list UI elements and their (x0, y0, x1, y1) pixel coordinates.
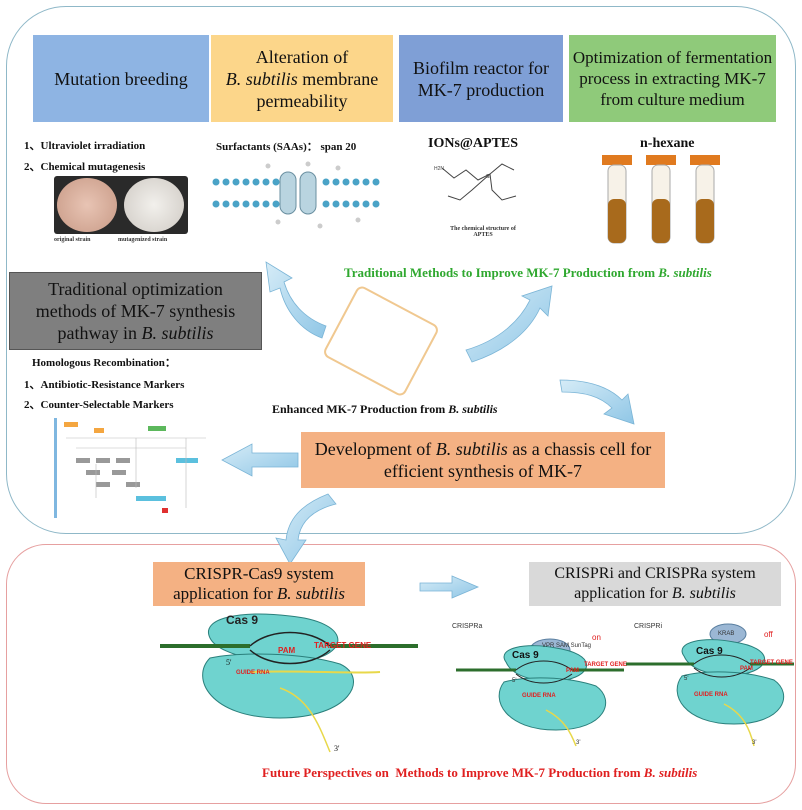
three-prime-label: 3' (334, 744, 340, 753)
svg-text:Si: Si (486, 174, 490, 180)
crispra-cas9-label: Cas 9 (512, 650, 539, 661)
alteration-line2: membrane (297, 68, 379, 89)
off-label: off (764, 630, 773, 639)
development-label: Development of B. subtilis as a chassis … (301, 438, 665, 482)
crispra-diagram (456, 638, 624, 747)
mutagenized-plate-icon (124, 178, 184, 232)
traditional-optimization-box: Traditional optimization methods of MK-7… (9, 272, 262, 350)
original-strain-label: original strain (54, 237, 91, 243)
optimization-box: Optimization of fermentation process in … (569, 35, 776, 122)
crispra-guide-rna-label: GUIDE RNA (522, 693, 556, 699)
crispra-label: CRISPRa (452, 623, 483, 630)
original-plate-icon (57, 178, 117, 232)
alteration-line1: Alteration of (255, 46, 349, 67)
arrow-right-bottom (419, 575, 480, 599)
alteration-line3: permeability (256, 90, 348, 111)
crispri-diagram (626, 623, 794, 747)
traditional-opt-italic: B. subtilis (141, 323, 214, 343)
guide-rna-label: GUIDE RNA (236, 670, 270, 676)
petri-dish-photo (54, 176, 188, 234)
arrow-left (221, 443, 299, 477)
crispri-cas9-label: Cas 9 (696, 646, 723, 657)
biofilm-label: Biofilm reactor for MK-7 production (413, 57, 549, 100)
crispri-line2: application for (574, 585, 672, 602)
future-text: Future Perspectives on Methods to Improv… (262, 765, 644, 780)
krab-label: KRAB (718, 631, 735, 637)
cas9-diagram (160, 613, 418, 753)
crispri-italic: B. subtilis (671, 585, 736, 602)
crispr-cas9-italic: B. subtilis (276, 584, 345, 603)
n-hexane-label: n-hexane (640, 136, 695, 151)
crispri-target-gene-label: TARGET GENE (750, 660, 793, 666)
crispra-three-prime-label: 3' (576, 740, 581, 746)
on-label: on (592, 633, 601, 642)
ions-aptes-label: IONs@APTES (428, 136, 519, 151)
crispri-guide-rna-label: GUIDE RNA (694, 692, 728, 698)
crispri-box: CRISPRi and CRISPRa system application f… (529, 562, 781, 606)
arrow-up-right (465, 285, 553, 363)
crispri-label: CRISPRi (634, 623, 663, 630)
crispr-cas9-line1: CRISPR-Cas9 system (184, 564, 334, 583)
alteration-italic: B. subtilis (225, 68, 298, 89)
mutation-breeding-box: Mutation breeding (33, 35, 209, 122)
test-tubes-icon (602, 155, 720, 244)
crispra-target-gene-label: TARGET GENE (584, 662, 627, 668)
svg-text:H2N: H2N (434, 166, 444, 172)
enhanced-italic: B. subtilis (448, 402, 498, 416)
vpr-label: VPR SAM SunTag (542, 643, 592, 649)
mutagenized-strain-label: mutagenized strain (118, 237, 168, 243)
aptes-caption: The chemical structure of APTES (450, 226, 516, 238)
homologous-title: Homologous Recombination： (32, 357, 176, 369)
pathway-diagram-icon (54, 418, 206, 518)
development-box: Development of B. subtilis as a chassis … (301, 432, 665, 488)
development-post: as a chassis cell for efficient synthesi… (383, 439, 652, 481)
pam-label: PAM (278, 646, 296, 655)
cas9-label: Cas 9 (226, 613, 259, 627)
arrow-down-right (559, 379, 635, 425)
homologous-item1: 1、Antibiotic-Resistance Markers (24, 379, 185, 391)
five-prime-label: 5' (226, 658, 232, 667)
optimization-label: Optimization of fermentation process in … (572, 48, 773, 109)
arrow-up-left (265, 261, 327, 339)
bottom-panel (6, 544, 796, 804)
enhanced-text: Enhanced MK-7 Production from (272, 402, 449, 416)
center-cell-shape (324, 286, 438, 396)
crispri-line1: CRISPRi and CRISPRa system (554, 565, 756, 582)
crispr-cas9-box: CRISPR-Cas9 system application for B. su… (153, 562, 365, 606)
alteration-box: Alteration of B. subtilis membrane perme… (211, 35, 393, 122)
traditional-methods-title: Traditional Methods to Improve MK-7 Prod… (344, 265, 712, 281)
target-gene-label: TARGET GENE (314, 641, 372, 650)
enhanced-label: Enhanced MK-7 Production from B. subtili… (272, 402, 498, 417)
traditional-opt-line1: Traditional optimization (48, 279, 223, 299)
traditional-opt-line2: methods of MK-7 synthesis (35, 301, 236, 321)
homologous-item2: 2、Counter-Selectable Markers (24, 399, 174, 411)
mutation-breeding-label: Mutation breeding (54, 68, 188, 89)
crispri-pam-label: PAM (740, 666, 753, 672)
membrane-icon (212, 161, 380, 229)
crispra-five-prime-label: 5' (512, 678, 517, 684)
surfactant-label: Surfactants (SAAs)： span 20 (216, 141, 357, 153)
mutation-item1: 1、Ultraviolet irradiation (24, 140, 146, 152)
future-perspectives-title: Future Perspectives on Methods to Improv… (262, 765, 697, 781)
crispr-cas9-line2: application for (173, 584, 277, 603)
development-italic: B. subtilis (435, 439, 508, 459)
traditional-methods-italic: B. subtilis (658, 265, 712, 280)
arrow-down (275, 493, 337, 565)
traditional-methods-text: Traditional Methods to Improve MK-7 Prod… (344, 265, 659, 280)
biofilm-box: Biofilm reactor for MK-7 production (399, 35, 563, 122)
aptes-structure-icon: H2N Si (434, 163, 517, 201)
development-pre: Development of (314, 439, 436, 459)
future-italic: B. subtilis (643, 765, 698, 780)
top-panel (6, 6, 796, 534)
crispri-three-prime-label: 3' (752, 740, 757, 746)
crispri-five-prime-label: 5' (684, 676, 689, 682)
mutation-item2: 2、Chemical mutagenesis (24, 161, 146, 173)
crispra-pam-label: PAM (566, 668, 579, 674)
traditional-opt-line3: pathway in (57, 323, 142, 343)
